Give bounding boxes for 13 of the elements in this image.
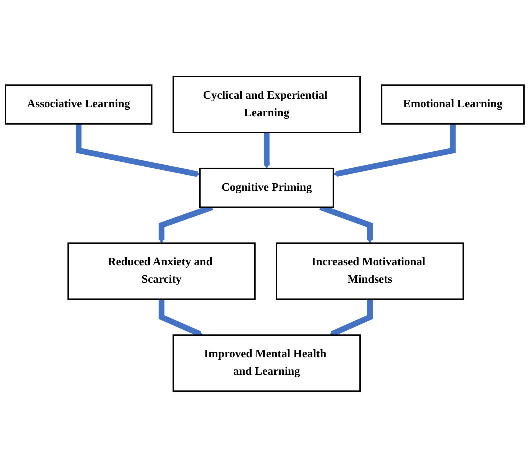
node-box <box>276 242 464 300</box>
node-box <box>68 242 256 300</box>
arrow <box>330 299 373 337</box>
node-box <box>172 334 361 392</box>
flowchart: Associative Learning Cyclical and Experiential Learning Emotional Learning Cognitive Priming Reduced Anxiety and Scarcity Increased Motivational Mindsets Improved Mental Health and Learning <box>0 70 530 398</box>
node-box <box>381 84 525 125</box>
arrow <box>158 299 204 337</box>
arrow <box>76 124 200 178</box>
arrow <box>264 132 270 169</box>
node-box <box>199 168 334 208</box>
node-box <box>5 84 153 125</box>
arrow <box>333 124 456 177</box>
node-box <box>172 76 361 134</box>
